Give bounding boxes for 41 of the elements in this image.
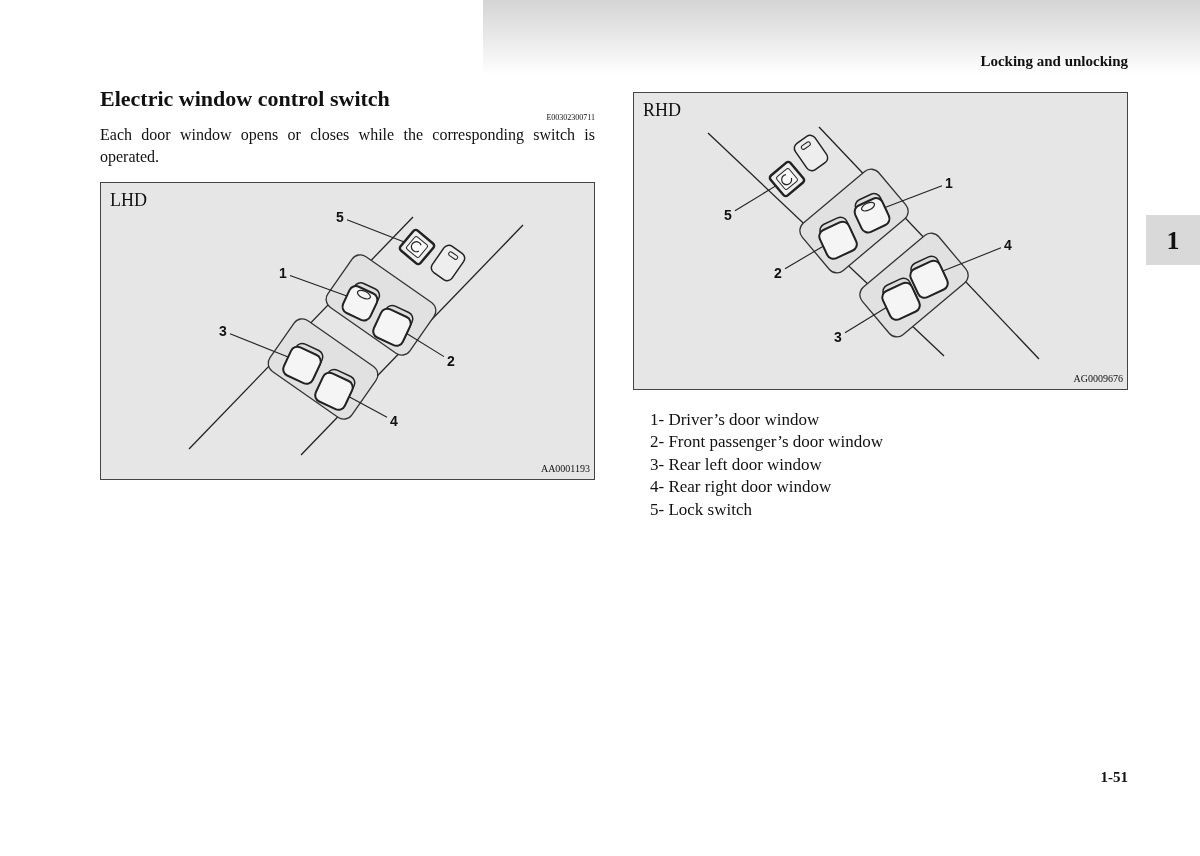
chapter-tab: 1 bbox=[1146, 215, 1200, 265]
leader-line bbox=[348, 396, 388, 418]
legend-item: 3- Rear left door window bbox=[650, 454, 822, 476]
callout-number: 5 bbox=[721, 206, 735, 224]
window-switch bbox=[339, 279, 383, 324]
callout-number: 3 bbox=[216, 322, 230, 340]
leader-line bbox=[346, 219, 405, 243]
panel-heading: RHD bbox=[643, 99, 681, 122]
section-title: Electric window control switch bbox=[100, 85, 390, 113]
page-number: 1-51 bbox=[1100, 768, 1128, 787]
callout-number: 4 bbox=[1001, 236, 1015, 254]
callout-number: 4 bbox=[387, 412, 401, 430]
leader-line bbox=[844, 306, 887, 334]
callout-number: 2 bbox=[771, 264, 785, 282]
panel-heading: LHD bbox=[110, 189, 147, 212]
figure-code: AG0009676 bbox=[1073, 372, 1123, 386]
callout-number: 2 bbox=[444, 352, 458, 370]
leader-line bbox=[229, 333, 289, 358]
callout-number: 1 bbox=[276, 264, 290, 282]
legend-item: 2- Front passenger’s door window bbox=[650, 431, 883, 453]
callout-number: 3 bbox=[831, 328, 845, 346]
legend-item: 5- Lock switch bbox=[650, 499, 752, 521]
legend-item: 1- Driver’s door window bbox=[650, 409, 820, 431]
leader-line bbox=[289, 274, 348, 297]
callout-number: 5 bbox=[333, 208, 347, 226]
illustration-panel bbox=[633, 92, 1128, 390]
leader-line bbox=[784, 245, 824, 270]
leader-line bbox=[734, 185, 777, 212]
figure-code: AA0001193 bbox=[540, 462, 590, 476]
section-header: Locking and unlocking bbox=[980, 52, 1128, 71]
illustration-panel bbox=[100, 182, 595, 480]
callout-number: 1 bbox=[942, 174, 956, 192]
reference-code: E00302300711 bbox=[545, 112, 595, 124]
leader-line bbox=[942, 247, 1002, 272]
description-text: Each door window opens or closes while the corresponding switch is operated. bbox=[100, 125, 595, 168]
legend-item: 4- Rear right door window bbox=[650, 476, 832, 498]
leader-line bbox=[406, 332, 445, 358]
window-switch bbox=[369, 302, 416, 350]
leader-line bbox=[884, 185, 943, 209]
window-switch bbox=[851, 190, 893, 236]
window-switch bbox=[816, 214, 861, 263]
